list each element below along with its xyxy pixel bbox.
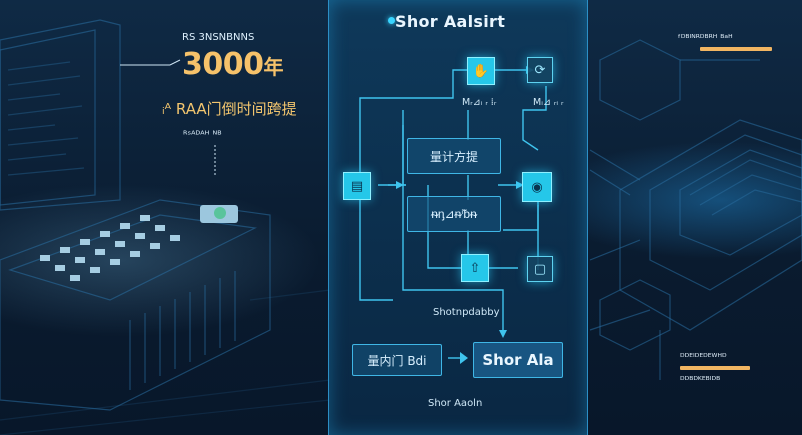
left-subtitle: ᵢᴬ RAA门倒时间跨提 xyxy=(162,100,297,118)
right-top-bar xyxy=(700,47,772,51)
right-bottom-label-1: ᴰᴰᴱᴵᴰᴱᴰᴱᵂᴴᴰ xyxy=(680,352,727,363)
flow-caption: Shotnpdabby xyxy=(433,307,500,318)
title-dot-icon xyxy=(388,17,395,24)
right-top-label: ᶠᴰᴮᴵᴺᴿᴰᴮᴿᴴ ᴮᵃᴴ xyxy=(678,33,733,44)
hand-icon[interactable]: ✋ xyxy=(467,57,495,85)
left-callout-lines xyxy=(120,59,216,175)
bottom-left-button[interactable]: 量内门 Bdi xyxy=(352,344,442,376)
node-label-right: Mᵢ⊿ ᵣᵢ ᵣ xyxy=(533,97,564,108)
screen-icon[interactable]: ▢ xyxy=(527,256,553,282)
right-bottom-bar xyxy=(680,366,750,370)
right-bottom-label-2: ᴰᴰᴮᴰᴷᴱᴮᴵᴰᴮ xyxy=(680,375,721,386)
left-small-header: RS 3NSNBNNS xyxy=(182,32,255,43)
process-box-2[interactable]: ᵰᶇ⊿ᵰⁱᵬᵰ xyxy=(407,196,501,232)
left-big-number: 3000年 xyxy=(182,47,283,82)
process-box-1[interactable]: 量计方提 xyxy=(407,138,501,174)
node-label-left: Mᵣ⊿ᵢ ᵣ ⁞ᵣ xyxy=(462,97,497,108)
left-small-caption: ᴿˢᴬᴰᴬᴴ ᴺᴮ xyxy=(183,130,222,141)
upload-icon[interactable]: ⇧ xyxy=(461,254,489,282)
panel-title: Shor Aalsirt xyxy=(395,12,506,31)
big-number-suffix: 年 xyxy=(263,55,284,79)
panel-footer: Shor Aaoln xyxy=(428,398,483,409)
refresh-icon[interactable]: ⟳ xyxy=(527,57,553,83)
flow-diagram xyxy=(359,66,547,364)
big-number-value: 3000 xyxy=(182,47,264,82)
bottom-right-button[interactable]: Shor Ala xyxy=(473,342,563,378)
eye-icon[interactable]: ◉ xyxy=(522,172,552,202)
document-icon[interactable]: ▤ xyxy=(343,172,371,200)
